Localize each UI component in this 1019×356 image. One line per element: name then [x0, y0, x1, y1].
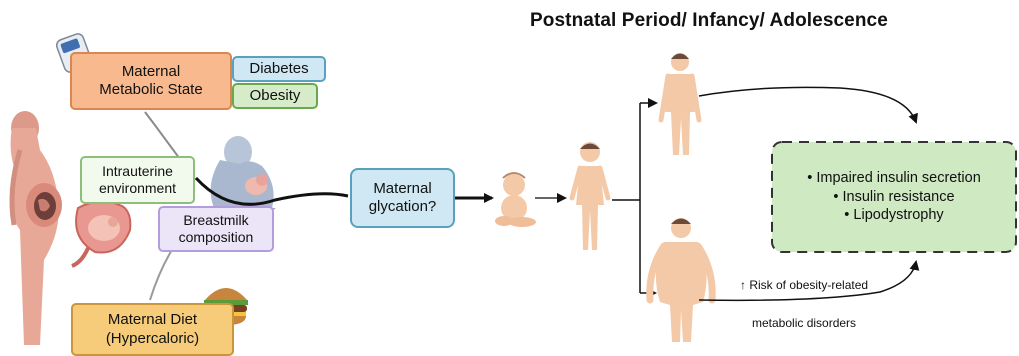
- uterus-fetus-icon: [72, 201, 130, 266]
- maternal-diet-line1: Maternal Diet: [108, 311, 197, 329]
- intrauterine-line1: Intrauterine: [102, 163, 173, 180]
- pregnant-woman-icon: [11, 111, 62, 345]
- maternal-glycation-line1: Maternal: [373, 180, 431, 198]
- arrow-lean-to-outcome: [699, 87, 916, 122]
- outcome-item-insulin-resistance: • Insulin resistance: [833, 188, 954, 207]
- branch-line: [612, 103, 640, 293]
- maternal-diet-box: Maternal Diet (Hypercaloric): [71, 303, 234, 356]
- page-title: Postnatal Period/ Infancy/ Adolescence: [530, 10, 1000, 32]
- maternal-glycation-line2: glycation?: [369, 198, 437, 216]
- obesity-label: Obesity: [250, 87, 301, 105]
- outcome-item-impaired-insulin: • Impaired insulin secretion: [807, 169, 981, 188]
- breastmilk-composition-box: Breastmilk composition: [158, 206, 274, 252]
- obese-adult-icon: [650, 218, 712, 342]
- risk-label-line2: metabolic disorders: [752, 316, 856, 330]
- outcome-item-lipodystrophy: • Lipodystrophy: [844, 206, 943, 225]
- breastmilk-line2: composition: [179, 229, 254, 246]
- lean-adult-icon: [661, 53, 699, 155]
- intrauterine-environment-box: Intrauterine environment: [80, 156, 195, 204]
- maternal-metabolic-state-box: Maternal Metabolic State: [70, 52, 232, 110]
- outcome-box: • Impaired insulin secretion • Insulin r…: [774, 144, 1014, 250]
- maternal-glycation-box: Maternal glycation?: [350, 168, 455, 228]
- maternal-metabolic-state-line2: Metabolic State: [99, 81, 202, 99]
- diabetes-box: Diabetes: [232, 56, 326, 82]
- connector-diet: [150, 245, 175, 300]
- maternal-metabolic-state-line1: Maternal: [122, 63, 180, 81]
- maternal-diet-line2: (Hypercaloric): [106, 330, 199, 348]
- baby-icon: [495, 173, 536, 227]
- risk-label-line1: ↑ Risk of obesity-related: [740, 278, 868, 292]
- breastmilk-line1: Breastmilk: [183, 212, 248, 229]
- obesity-box: Obesity: [232, 83, 318, 109]
- intrauterine-line2: environment: [99, 180, 176, 197]
- child-icon: [572, 142, 608, 250]
- diabetes-label: Diabetes: [249, 60, 308, 78]
